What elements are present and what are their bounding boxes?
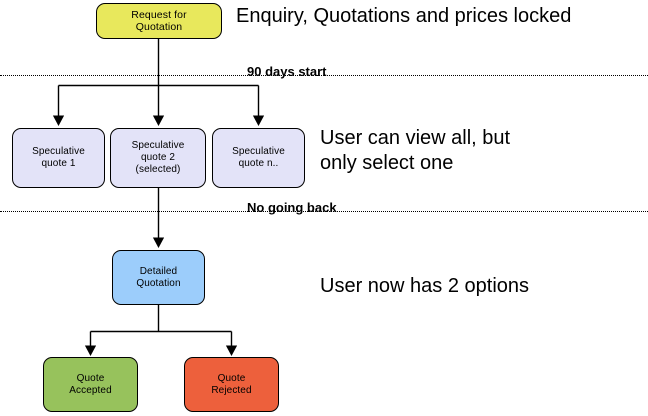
annotation-view-all-select-one: User can view all, but only select one (320, 127, 511, 174)
node-detailed-quotation[interactable]: Detailed Quotation (112, 250, 205, 305)
node-speculative-quote-1[interactable]: Speculative quote 1 (12, 128, 105, 188)
node-quote-accepted[interactable]: Quote Accepted (43, 357, 138, 412)
annotation-enquiry-locked: Enquiry, Quotations and prices locked (236, 5, 572, 27)
annotation-two-options: User now has 2 options (320, 275, 530, 297)
node-request-for-quotation[interactable]: Request for Quotation (96, 3, 222, 39)
edge-detailed-quotation-to-bus (90, 305, 232, 333)
node-speculative-quote-2-selected[interactable]: Speculative quote 2 (selected) (110, 128, 206, 188)
node-speculative-quote-n[interactable]: Speculative quote n.. (212, 128, 305, 188)
node-quote-rejected[interactable]: Quote Rejected (184, 357, 279, 412)
phase-divider-no-going-back (0, 211, 648, 212)
phase-divider-ninety-days-start (0, 75, 648, 76)
edge-rfq-to-bus (58, 39, 259, 87)
phase-label-ninety-days-start: 90 days start (247, 64, 327, 79)
phase-label-no-going-back: No going back (247, 200, 337, 215)
